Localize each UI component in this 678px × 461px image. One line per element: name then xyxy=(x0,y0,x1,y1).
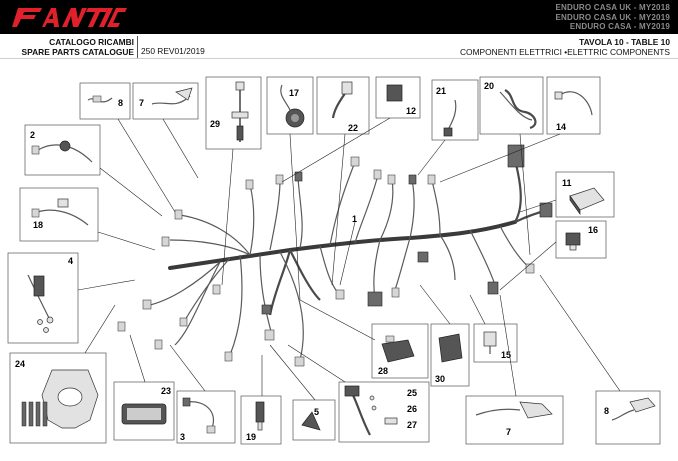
callout-8: 8 xyxy=(118,98,123,108)
top-banner: ENDURO CASA UK - MY2018 ENDURO CASA UK -… xyxy=(0,0,678,34)
callout-21: 21 xyxy=(436,86,446,96)
callout-19: 19 xyxy=(246,432,256,442)
part-box-14 xyxy=(546,76,601,135)
callout-17: 17 xyxy=(289,88,299,98)
callout-8b: 8 xyxy=(604,406,609,416)
leader-lines xyxy=(77,117,621,401)
part-box-8 xyxy=(79,82,131,120)
callout-20: 20 xyxy=(484,81,494,91)
callout-27: 27 xyxy=(407,420,417,430)
part-box-16 xyxy=(555,220,607,259)
model-line: ENDURO CASA - MY2019 xyxy=(569,22,670,31)
callout-5: 5 xyxy=(314,407,319,417)
callout-7b: 7 xyxy=(506,427,511,437)
callout-3: 3 xyxy=(180,432,185,442)
header-divider xyxy=(137,36,138,58)
callout-18: 18 xyxy=(33,220,43,230)
callout-25: 25 xyxy=(407,388,417,398)
callout-22: 22 xyxy=(348,123,358,133)
section-title: COMPONENTI ELETTRICI •ELETTRIC COMPONENT… xyxy=(460,47,670,57)
callout-7: 7 xyxy=(139,98,144,108)
callout-4: 4 xyxy=(68,256,73,266)
table-heading: TAVOLA 10 - TABLE 10 COMPONENTI ELETTRIC… xyxy=(460,37,670,57)
callout-15: 15 xyxy=(501,350,511,360)
revision-label: 250 REV01/2019 xyxy=(141,46,205,56)
catalog-title: CATALOGO RICAMBI SPARE PARTS CATALOGUE xyxy=(14,37,134,57)
callout-23: 23 xyxy=(161,386,171,396)
callout-14: 14 xyxy=(556,122,566,132)
part-box-7b xyxy=(465,395,564,445)
callout-1: 1 xyxy=(352,214,357,224)
callout-24: 24 xyxy=(15,359,25,369)
exploded-diagram: 8 7 29 17 22 12 21 20 14 2 18 xyxy=(7,76,661,445)
part-box-4 xyxy=(7,252,79,344)
callout-12: 12 xyxy=(406,106,416,116)
model-line: ENDURO CASA UK - MY2019 xyxy=(555,12,670,22)
harness-connectors xyxy=(117,144,553,367)
model-line: ENDURO CASA UK - MY2018 xyxy=(555,3,670,12)
model-applicability: ENDURO CASA UK - MY2018 ENDURO CASA UK -… xyxy=(555,3,670,32)
table-title: TAVOLA 10 - TABLE 10 xyxy=(579,37,670,47)
callout-28: 28 xyxy=(378,366,388,376)
header-rule xyxy=(0,58,678,59)
part-box-8b xyxy=(595,390,661,445)
callout-29: 29 xyxy=(210,119,220,129)
callout-30: 30 xyxy=(435,374,445,384)
callout-16: 16 xyxy=(588,225,598,235)
callout-11: 11 xyxy=(562,178,572,188)
fantic-logo xyxy=(12,8,127,27)
catalog-title-it: CATALOGO RICAMBI xyxy=(49,37,134,47)
callout-26: 26 xyxy=(407,404,417,414)
callout-2: 2 xyxy=(30,130,35,140)
catalog-title-en: SPARE PARTS CATALOGUE xyxy=(21,47,134,57)
